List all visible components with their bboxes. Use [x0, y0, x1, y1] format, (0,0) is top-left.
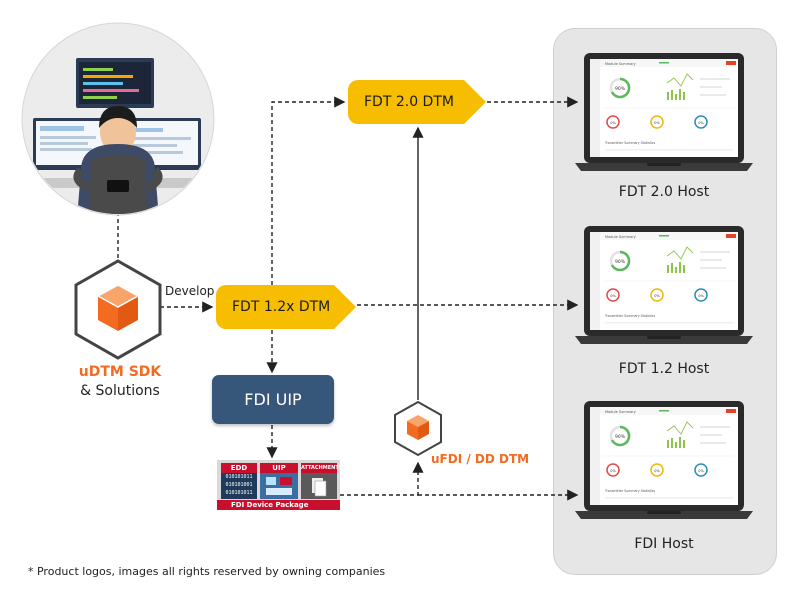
host-laptop-icon: Module Summary 90% 0% 0% 0% Transmitter … [575, 401, 753, 519]
sdk-subtitle: & Solutions [80, 383, 160, 399]
screen-gauge-value: 90% [615, 86, 626, 92]
develop-label: Develop [165, 284, 215, 298]
line-fdt12-up-to-fdt20 [271, 96, 346, 285]
screen-header: Module Summary [605, 62, 636, 66]
screen-mini-value: 0% [610, 294, 616, 298]
screen-footer: Transmitter Summary Statistics [604, 314, 656, 318]
fdt20-dtm-label: FDT 2.0 DTM [364, 94, 454, 110]
screen-header: Module Summary [605, 410, 636, 414]
screen-mini-value: 0% [610, 469, 616, 473]
screen-mini-value: 0% [654, 294, 660, 298]
host-laptop-icon: Module Summary 90% 0% 0% 0% Transmitter … [575, 226, 753, 344]
host-laptop-icon: Module Summary 90% 0% 0% 0% Transmitter … [575, 53, 753, 171]
ufdi-label: uFDI / DD DTM [431, 452, 530, 466]
screen-header: Module Summary [605, 235, 636, 239]
host-label: FDT 1.2 Host [618, 361, 710, 377]
attachments-icon [301, 473, 337, 499]
ufdi-cube-icon [394, 400, 442, 457]
line-package-to-ufdi [340, 461, 424, 496]
screen-mini-value: 0% [654, 121, 660, 125]
package-edd-code: 010101011 010101001 010101011 [221, 473, 257, 499]
fdt20-dtm-pill: FDT 2.0 DTM [348, 80, 486, 124]
screen-mini-value: 0% [698, 469, 704, 473]
package-uip-label: UIP [260, 463, 298, 473]
host-label: FDI Host [634, 536, 694, 552]
package-edd: EDD 010101011 010101001 010101011 [221, 463, 257, 499]
edd-code-line: 010101011 [225, 474, 253, 480]
screen-footer: Transmitter Summary Statistics [604, 489, 656, 493]
screen-mini-value: 0% [698, 121, 704, 125]
fdi-uip-label: FDI UIP [244, 390, 302, 409]
package-attachments-label: ATTACHMENTS [301, 463, 343, 473]
screen-gauge-value: 90% [615, 434, 626, 440]
package-uip-icon [260, 473, 298, 499]
fdt12-dtm-label: FDT 1.2x DTM [232, 299, 331, 315]
screen-footer: Transmitter Summary Statistics [604, 141, 656, 145]
screen-mini-value: 0% [610, 121, 616, 125]
host-label: FDT 2.0 Host [618, 184, 710, 200]
footnote: * Product logos, images all rights reser… [28, 565, 386, 578]
sdk-title: uDTM SDK [78, 364, 162, 380]
udtm-cube-logo-icon [74, 259, 162, 360]
fdi-device-package: EDD 010101011 010101001 010101011 UIP AT… [217, 460, 343, 510]
edd-code-line: 010101011 [225, 490, 253, 496]
package-attachments: ATTACHMENTS [301, 463, 343, 499]
fdi-uip-box: FDI UIP [212, 375, 334, 424]
screen-mini-value: 0% [698, 294, 704, 298]
developer-workstation-icon [21, 22, 215, 216]
screen-mini-value: 0% [654, 469, 660, 473]
package-edd-label: EDD [221, 463, 257, 473]
fdt12-dtm-pill: FDT 1.2x DTM [216, 285, 356, 329]
edd-code-line: 010101001 [225, 482, 253, 488]
package-uip: UIP [260, 463, 298, 499]
package-footer: FDI Device Package [217, 500, 340, 510]
screen-gauge-value: 90% [615, 259, 626, 265]
